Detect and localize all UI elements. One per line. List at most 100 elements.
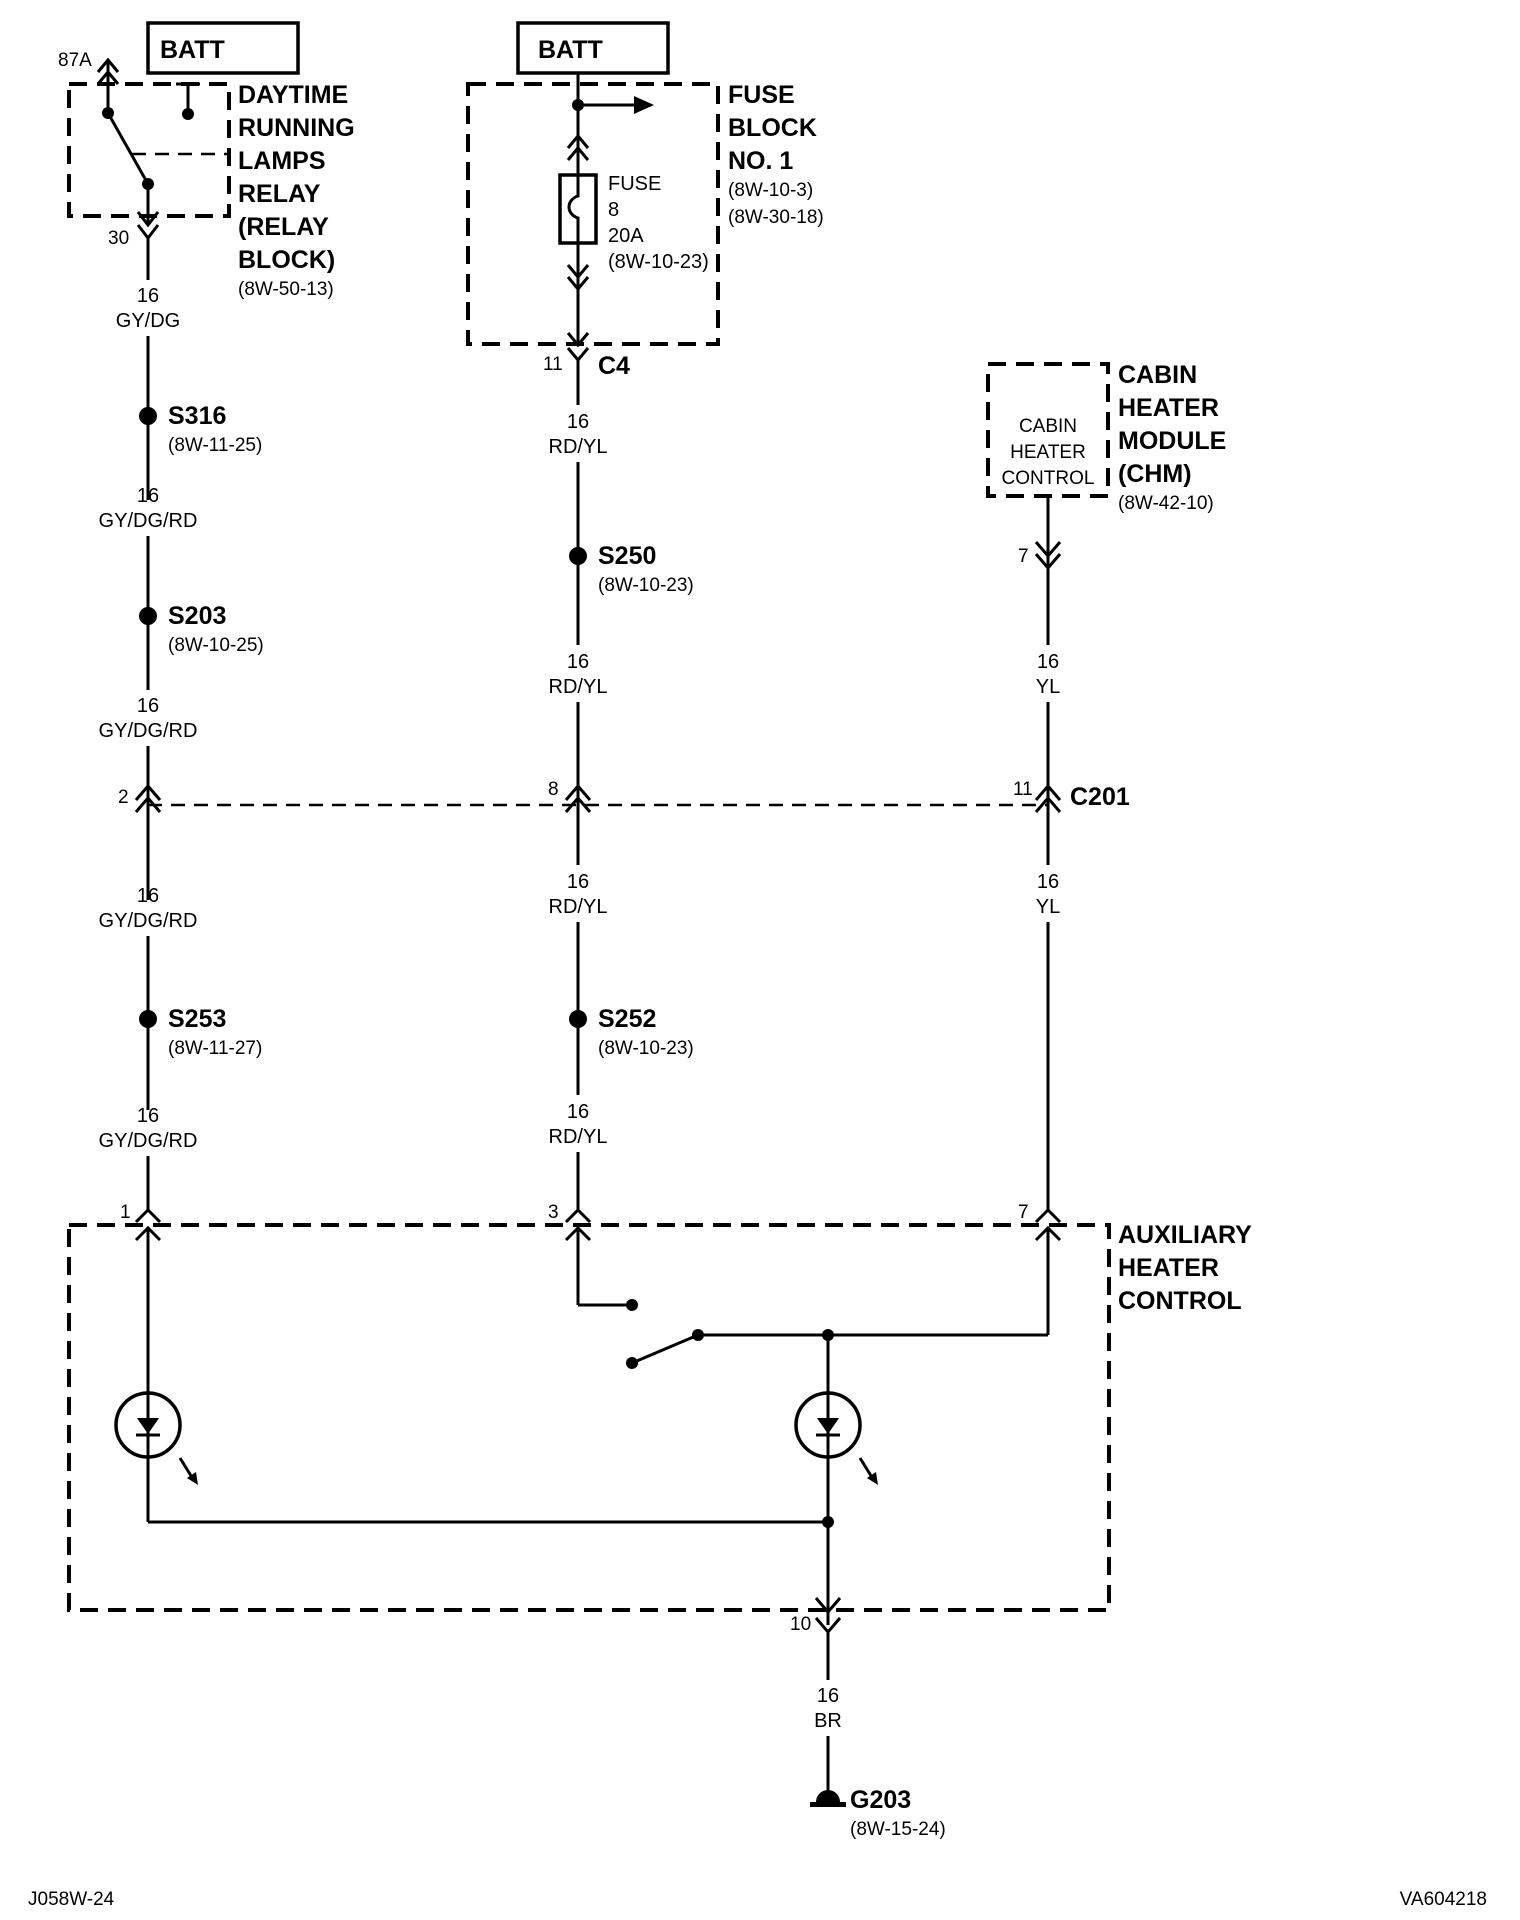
- aux-name-3: CONTROL: [1118, 1287, 1242, 1315]
- wire-color: GY/DG: [116, 310, 180, 332]
- drl-name-3: LAMPS: [238, 147, 326, 175]
- batt-box-mid: BATT: [516, 21, 670, 75]
- fuse-block: FUSE 8 20A (8W-10-23) FUSE BLOCK NO. 1 (…: [466, 73, 824, 380]
- batt-label-left: BATT: [160, 36, 225, 64]
- pin-87a-label: 87A: [58, 50, 92, 71]
- wire-color: YL: [1036, 896, 1060, 918]
- splice-s203: S203 (8W-10-25): [139, 602, 264, 656]
- footer-left-code: J058W-24: [28, 1889, 115, 1910]
- fuse-label-2: 8: [608, 199, 619, 221]
- fuse-block-name-3: NO. 1: [728, 147, 793, 175]
- ground-name: G203: [850, 1786, 911, 1814]
- wire-gauge: 16: [567, 871, 589, 893]
- drl-name-4: RELAY: [238, 180, 321, 208]
- drl-name-2: RUNNING: [238, 114, 355, 142]
- fuse-pin-label: 11: [543, 354, 563, 375]
- drl-name-1: DAYTIME: [238, 81, 348, 109]
- splice-ref: (8W-11-27): [168, 1038, 262, 1059]
- led-indicator-left: [114, 1391, 198, 1485]
- chm-inner-1: CABIN: [1019, 416, 1077, 437]
- wire-gauge: 16: [1037, 871, 1059, 893]
- wire-gauge: 16: [137, 285, 159, 307]
- aux-pin-10: 10: [790, 1614, 811, 1635]
- wire-color: RD/YL: [549, 676, 608, 698]
- fuse-block-ref-2: (8W-30-18): [728, 207, 824, 228]
- pin-30-label: 30: [108, 228, 129, 249]
- left-wire: 16 GY/DG 16 GY/DG/RD 16 GY/DG/RD 16 GY/D…: [99, 238, 198, 1212]
- wire-color: RD/YL: [549, 896, 608, 918]
- c201-pin-left: 2: [118, 787, 129, 808]
- aux-pin-3: 3: [548, 1202, 559, 1223]
- splice-ref: (8W-10-23): [598, 575, 694, 596]
- ground-wire: 16 BR: [814, 1632, 842, 1790]
- wire-color: GY/DG/RD: [99, 910, 198, 932]
- fuse-block-ref-1: (8W-10-3): [728, 180, 813, 201]
- splice-s316: S316 (8W-11-25): [139, 402, 262, 456]
- footer-right-code: VA604218: [1400, 1889, 1487, 1910]
- wire-gauge: 16: [137, 485, 159, 507]
- splice-name: S316: [168, 402, 226, 430]
- c201-name: C201: [1070, 783, 1130, 811]
- wire-gauge: 16: [1037, 651, 1059, 673]
- aux-name-2: HEATER: [1118, 1254, 1219, 1282]
- wire-gauge: 16: [137, 885, 159, 907]
- wire-color: RD/YL: [549, 436, 608, 458]
- connector-c4-label: C4: [598, 352, 630, 380]
- drl-relay: 87A 30 DAYTIME RUNNING LAMPS RELAY (RELA…: [58, 50, 355, 300]
- fuse-block-name-1: FUSE: [728, 81, 795, 109]
- drl-name-5: (RELAY: [238, 213, 329, 241]
- splice-ref: (8W-11-25): [168, 435, 262, 456]
- drl-ref: (8W-50-13): [238, 279, 334, 300]
- wire-color: GY/DG/RD: [99, 1130, 198, 1152]
- splice-name: S253: [168, 1005, 226, 1033]
- wire-gauge: 16: [817, 1685, 839, 1707]
- chm-inner-2: HEATER: [1010, 442, 1086, 463]
- aux-pin-1: 1: [120, 1202, 131, 1223]
- fuse-label-1: FUSE: [608, 173, 661, 195]
- wire-gauge: 16: [567, 411, 589, 433]
- aux-pin-7: 7: [1018, 1202, 1029, 1223]
- wire-gauge: 16: [567, 651, 589, 673]
- wire-color: GY/DG/RD: [99, 510, 198, 532]
- fuse-label-4: (8W-10-23): [608, 251, 709, 273]
- c201-pin-mid: 8: [548, 779, 559, 800]
- led-indicator-right: [794, 1391, 878, 1485]
- auxiliary-heater-control: 1 3 7: [67, 1202, 1252, 1635]
- cabin-heater-module: CABIN HEATER CONTROL CABIN HEATER MODULE…: [986, 361, 1226, 571]
- chm-inner-3: CONTROL: [1002, 468, 1095, 489]
- splice-ref: (8W-10-23): [598, 1038, 694, 1059]
- splice-name: S250: [598, 542, 656, 570]
- wire-gauge: 16: [137, 695, 159, 717]
- right-wire: 16 YL 16 YL: [1036, 496, 1060, 1212]
- aux-name-1: AUXILIARY: [1118, 1221, 1252, 1249]
- fuse-block-name-2: BLOCK: [728, 114, 817, 142]
- splice-s253: S253 (8W-11-27): [139, 1005, 262, 1059]
- drl-name-6: BLOCK): [238, 246, 335, 274]
- batt-box-left: BATT: [146, 21, 300, 75]
- fuse-label-3: 20A: [608, 225, 644, 247]
- chm-name-3: MODULE: [1118, 427, 1226, 455]
- ground-g203: G203 (8W-15-24): [810, 1786, 946, 1840]
- ground-ref: (8W-15-24): [850, 1819, 946, 1840]
- wire-color: RD/YL: [549, 1126, 608, 1148]
- batt-label-mid: BATT: [538, 36, 603, 64]
- splice-s250: S250 (8W-10-23): [569, 542, 694, 596]
- chm-pin-label: 7: [1018, 546, 1029, 567]
- c201-pin-right: 11: [1013, 779, 1033, 800]
- chm-ref: (8W-42-10): [1118, 493, 1214, 514]
- wire-color: BR: [814, 1710, 842, 1732]
- splice-name: S252: [598, 1005, 656, 1033]
- splice-name: S203: [168, 602, 226, 630]
- chm-name-4: (CHM): [1118, 460, 1192, 488]
- chm-name-1: CABIN: [1118, 361, 1197, 389]
- splice-s252: S252 (8W-10-23): [569, 1005, 694, 1059]
- splice-ref: (8W-10-25): [168, 635, 264, 656]
- mid-wire: 16 RD/YL 16 RD/YL 16 RD/YL 16 RD/YL: [549, 360, 608, 1212]
- wire-color: GY/DG/RD: [99, 720, 198, 742]
- wire-color: YL: [1036, 676, 1060, 698]
- chm-name-2: HEATER: [1118, 394, 1219, 422]
- connector-c201: 2 8 11 C201: [118, 779, 1130, 813]
- wire-gauge: 16: [137, 1105, 159, 1127]
- wire-gauge: 16: [567, 1101, 589, 1123]
